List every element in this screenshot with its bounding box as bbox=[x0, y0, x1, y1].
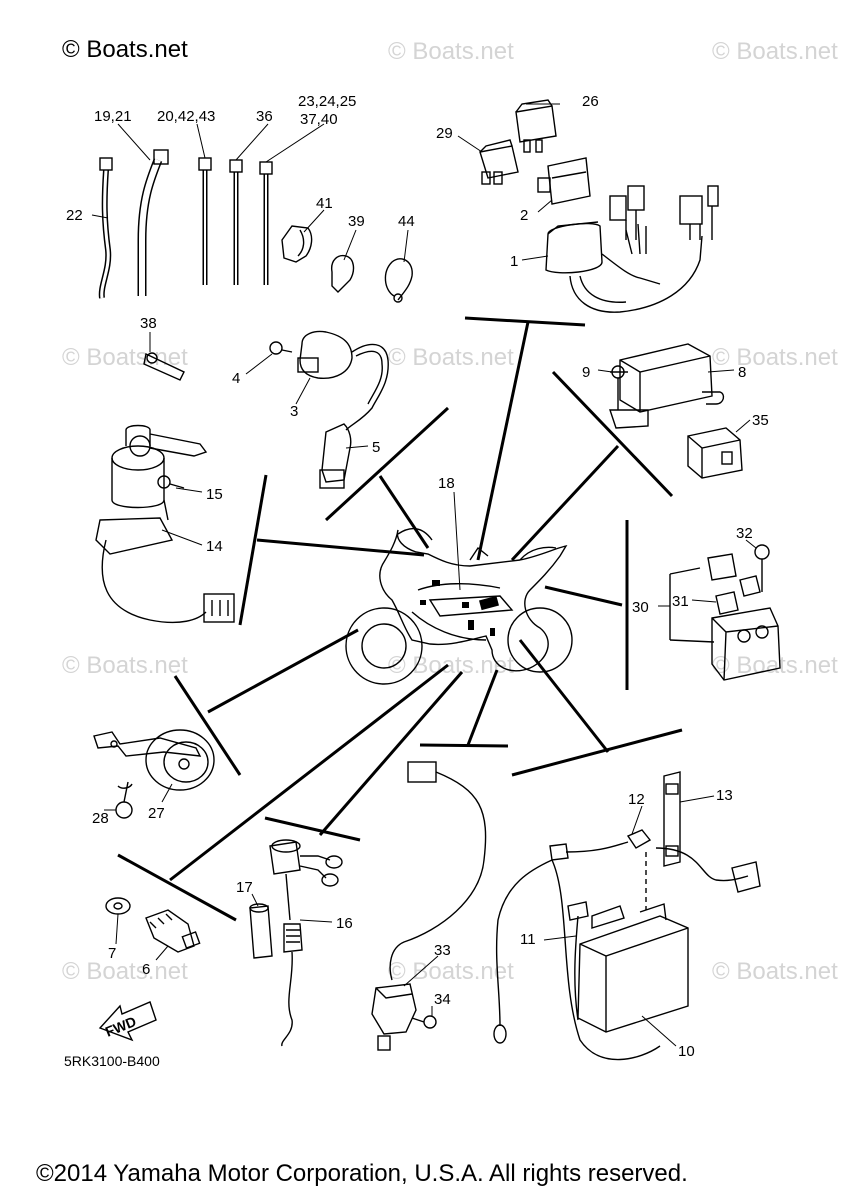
callout-44: 44 bbox=[398, 213, 415, 230]
callout-27: 27 bbox=[148, 805, 165, 822]
callout-16: 16 bbox=[336, 915, 353, 932]
cable-ties bbox=[98, 149, 273, 299]
watermark: © Boats.net bbox=[712, 958, 838, 985]
earth-lead bbox=[143, 352, 185, 381]
callout-36: 36 bbox=[256, 108, 273, 125]
watermark: © Boats.net bbox=[712, 344, 838, 371]
leader-lines bbox=[91, 103, 757, 1047]
callout-30: 30 bbox=[632, 599, 649, 616]
callout-29: 29 bbox=[436, 125, 453, 142]
diagram-code: 5RK3100-B400 bbox=[64, 1053, 160, 1069]
watermark: © Boats.net bbox=[712, 38, 838, 65]
horn-assembly bbox=[93, 729, 215, 819]
ignitor-relay-assembly bbox=[479, 99, 719, 313]
callout-17: 17 bbox=[236, 879, 253, 896]
callout-26: 26 bbox=[582, 93, 599, 110]
sidestand-switch-assembly bbox=[371, 761, 487, 1051]
battery-assembly bbox=[493, 771, 761, 1061]
callout-9: 9 bbox=[582, 364, 590, 381]
callout-37-40: 37,40 bbox=[300, 111, 338, 128]
watermark: © Boats.net bbox=[388, 344, 514, 371]
callout-28: 28 bbox=[92, 810, 109, 827]
motorcycle-silhouette bbox=[345, 527, 573, 685]
callout-10: 10 bbox=[678, 1043, 695, 1060]
main-switch-assembly bbox=[95, 424, 235, 624]
ignition-coil-assembly bbox=[269, 330, 389, 489]
watermark: © Boats.net bbox=[388, 38, 514, 65]
clamps bbox=[281, 225, 413, 303]
callout-3: 3 bbox=[290, 403, 298, 420]
highlighted-parts bbox=[420, 580, 499, 636]
callout-12: 12 bbox=[628, 791, 645, 808]
callout-8: 8 bbox=[738, 364, 746, 381]
callout-31: 31 bbox=[672, 593, 689, 610]
callout-41: 41 bbox=[316, 195, 333, 212]
callout-5: 5 bbox=[372, 439, 380, 456]
callout-19-21: 19,21 bbox=[94, 108, 132, 125]
callout-1: 1 bbox=[510, 253, 518, 270]
watermark: © Boats.net bbox=[62, 652, 188, 679]
callout-labels: 19,21 20,42,43 36 23,24,25 37,40 22 29 2… bbox=[64, 93, 769, 1069]
watermark: © Boats.net bbox=[62, 344, 188, 371]
fwd-arrow bbox=[98, 1001, 157, 1042]
callout-22: 22 bbox=[66, 207, 83, 224]
sensor-assembly bbox=[249, 839, 343, 1047]
rectifier-assembly bbox=[609, 343, 743, 479]
callout-15: 15 bbox=[206, 486, 223, 503]
callout-11: 11 bbox=[520, 931, 536, 948]
watermark: © Boats.net bbox=[62, 958, 188, 985]
starter-relay-assembly bbox=[669, 544, 781, 681]
callout-14: 14 bbox=[206, 538, 223, 555]
callout-6: 6 bbox=[142, 961, 150, 978]
watermark: © Boats.net bbox=[388, 958, 514, 985]
callout-34: 34 bbox=[434, 991, 451, 1008]
callout-38: 38 bbox=[140, 315, 157, 332]
footer-copyright: ©2014 Yamaha Motor Corporation, U.S.A. A… bbox=[36, 1160, 688, 1187]
callout-13: 13 bbox=[716, 787, 733, 804]
callout-33: 33 bbox=[434, 942, 451, 959]
top-copyright: © Boats.net bbox=[62, 36, 188, 63]
callout-20-42-43: 20,42,43 bbox=[157, 108, 215, 125]
callout-4: 4 bbox=[232, 370, 240, 387]
callout-35: 35 bbox=[752, 412, 769, 429]
group-separators bbox=[117, 316, 683, 922]
callout-32: 32 bbox=[736, 525, 753, 542]
callout-23-24-25: 23,24,25 bbox=[298, 93, 356, 110]
callout-39: 39 bbox=[348, 213, 365, 230]
watermark: © Boats.net bbox=[712, 652, 838, 679]
neutral-switch-assembly bbox=[105, 897, 201, 953]
callout-7: 7 bbox=[108, 945, 116, 962]
callout-2: 2 bbox=[520, 207, 528, 224]
callout-18: 18 bbox=[438, 475, 455, 492]
